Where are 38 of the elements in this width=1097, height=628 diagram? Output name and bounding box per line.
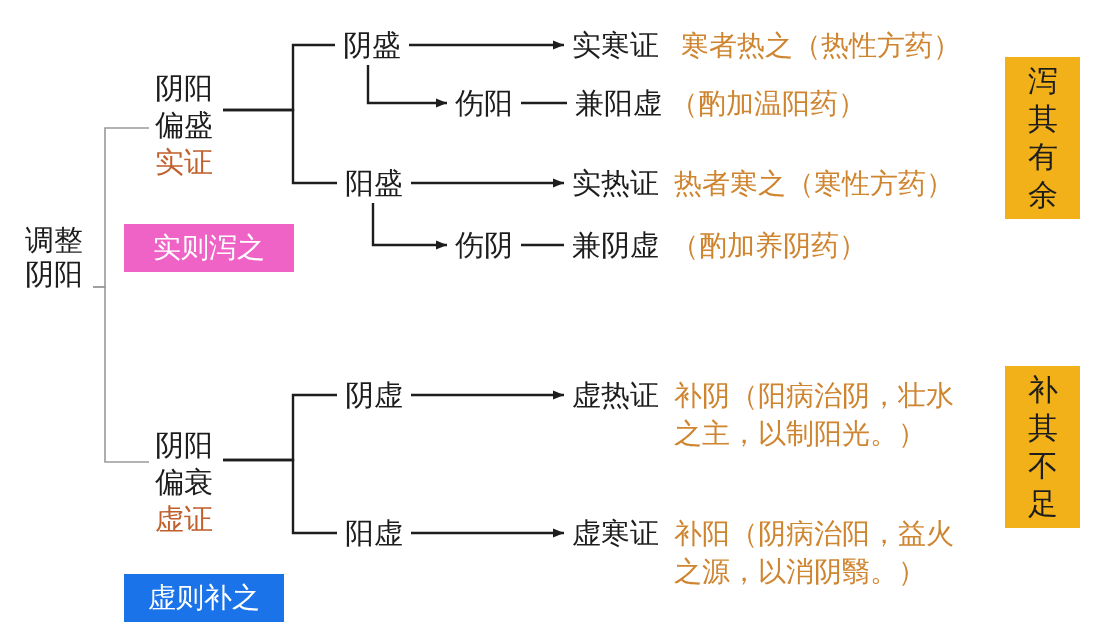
- arrow: [409, 40, 564, 50]
- arrow: [411, 390, 564, 400]
- note-text: 热者寒之（寒性方药）: [674, 166, 954, 202]
- node-label: 阴盛: [343, 27, 401, 63]
- label-tag: 虚则补之: [124, 574, 284, 622]
- label-tag: 实则泻之: [124, 224, 294, 272]
- node-label: 阴阳偏盛: [155, 70, 214, 144]
- connector-line: [223, 108, 337, 185]
- connector-line: [92, 286, 150, 463]
- node-label: 伤阳: [455, 85, 513, 121]
- node-label: 虚热证: [572, 377, 659, 413]
- category-label: 虚证: [155, 501, 214, 538]
- vertical-label: 补其不足: [1005, 366, 1080, 528]
- node-label: 实寒证: [572, 27, 659, 63]
- arrow: [411, 528, 564, 538]
- note-text: （酌加温阳药）: [670, 86, 866, 122]
- node-label: 虚寒证: [572, 515, 659, 551]
- note-text: 补阳（阴病治阳，益火之源，以消阴翳。）: [674, 516, 955, 590]
- node-label: 阳盛: [345, 165, 403, 201]
- category-label: 实证: [155, 144, 214, 181]
- note-text: 寒者热之（热性方药）: [681, 28, 961, 64]
- arrow: [366, 65, 447, 108]
- node-label: 实热证: [572, 165, 659, 201]
- node-label: 调整阴阳: [25, 223, 84, 291]
- connector-line: [223, 458, 337, 535]
- node-label: 阴虚: [345, 377, 403, 413]
- node-label: 伤阴: [455, 227, 513, 263]
- vertical-label: 泻其有余: [1005, 57, 1080, 219]
- connector-line: [521, 243, 564, 247]
- arrow: [371, 203, 447, 250]
- node-label: 兼阴虚: [572, 227, 659, 263]
- node-label: 阳虚: [345, 515, 403, 551]
- connector-line: [521, 101, 567, 105]
- arrow: [411, 178, 564, 188]
- node-label: 阴阳偏衰: [155, 427, 214, 501]
- note-text: 补阴（阳病治阴，壮水之主，以制阳光。）: [674, 378, 955, 452]
- node-label: 兼阳虚: [575, 85, 662, 121]
- note-text: （酌加养阴药）: [671, 228, 867, 264]
